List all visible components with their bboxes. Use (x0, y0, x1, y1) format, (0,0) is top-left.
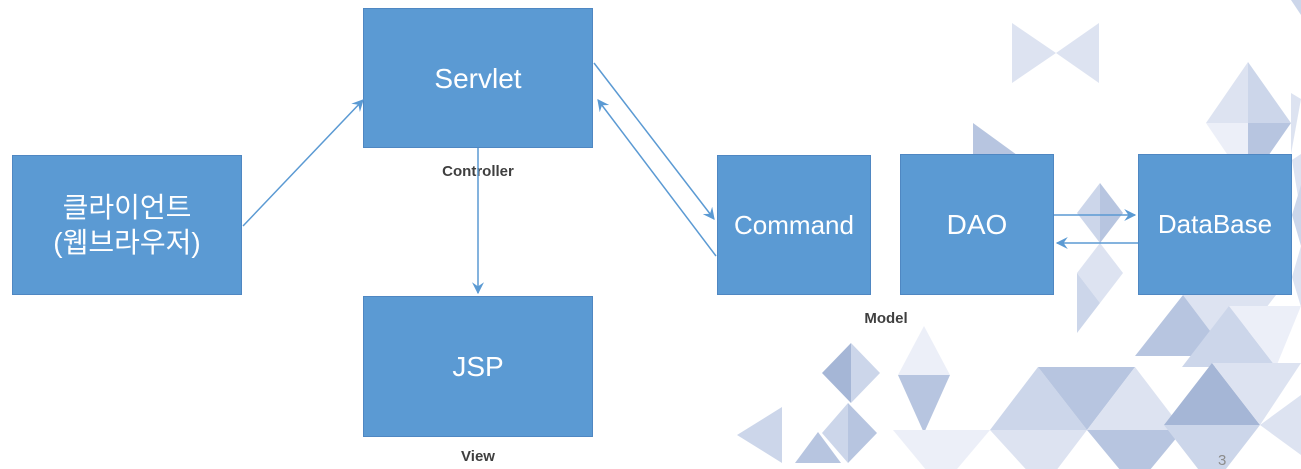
node-jsp-box: JSP (363, 296, 593, 437)
node-servlet-box: Servlet (363, 8, 593, 148)
controller-label: Controller (442, 163, 514, 180)
view-label: View (461, 448, 495, 465)
node-client-label-line2: (웹브라우저) (53, 227, 201, 258)
page-number: 3 (1218, 452, 1227, 469)
node-database-label: DataBase (1157, 209, 1273, 240)
node-client-box: 클라이언트 (웹브라우저) (12, 155, 242, 295)
node-dao-label: DAO (946, 209, 1008, 240)
node-client-label-line1: 클라이언트 (62, 192, 192, 223)
node-jsp-label: JSP (452, 351, 504, 382)
node-database-box: DataBase (1138, 154, 1292, 295)
model-label: Model (864, 310, 908, 327)
node-command-box: Command (717, 155, 871, 295)
node-command-label: Command (734, 209, 854, 240)
node-dao-box: DAO (900, 154, 1054, 295)
node-servlet-label: Servlet (434, 62, 522, 94)
